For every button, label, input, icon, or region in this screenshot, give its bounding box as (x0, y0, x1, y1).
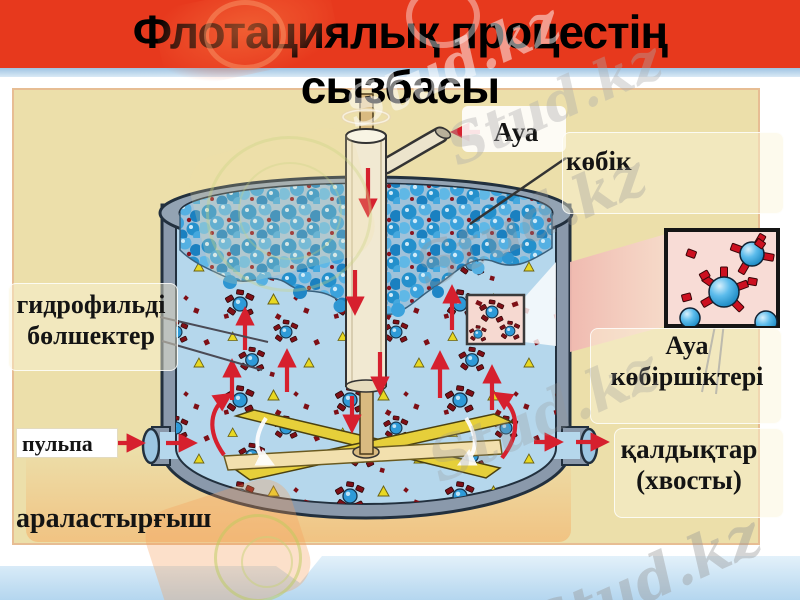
beam-inside-tank (524, 262, 556, 346)
logo-ring-icon (241, 536, 293, 588)
white-rotation-arrows (254, 416, 478, 466)
pointer-lines (159, 156, 567, 371)
slide-title-line2: сызбасы (300, 61, 500, 113)
hydrophilic-line2: бөлшектер (27, 320, 155, 350)
title-banner (0, 0, 800, 68)
footer-wave (0, 556, 800, 600)
tailings-label-box (614, 428, 784, 518)
air-pipe (377, 126, 452, 175)
slide-title-line1: Флотациялық процестің (132, 6, 668, 58)
hydrophilic-line1: гидрофильді (16, 290, 166, 319)
tailings-label: қалдықтар (хвосты) (614, 434, 764, 496)
air-bubbles-label-box (590, 328, 782, 424)
tailings-line2: (хвосты) (636, 465, 742, 496)
banner-divider (0, 68, 800, 77)
hydrophilic-particles-label: гидрофильді бөлшектер (8, 290, 174, 351)
air-label-box (462, 106, 566, 152)
air-bubbles-label: Ауа көбіршіктері (608, 331, 766, 392)
logo-ring-icon (238, 162, 342, 260)
tailings-line1: қалдықтар (620, 434, 758, 464)
logo-ring-icon (204, 0, 286, 70)
logo-ring-icon (406, 0, 480, 48)
agitator-label: араластырғыш (16, 503, 212, 534)
foam-label-box (562, 132, 784, 214)
magnifier-inset (664, 228, 780, 395)
air-label: Ауа (493, 117, 539, 147)
air-bubbles-line2: көбіршіктері (610, 361, 764, 391)
magnifier-beam (570, 234, 666, 352)
hydrophilic-label-box (8, 283, 178, 371)
air-bubbles-line1: Ауа (665, 331, 709, 360)
pulp-label: пульпа (22, 431, 93, 456)
foam-label: көбік (566, 146, 632, 176)
red-flow-arrows (114, 122, 610, 460)
pulp-label-box (16, 428, 118, 458)
sample-square (465, 293, 526, 346)
